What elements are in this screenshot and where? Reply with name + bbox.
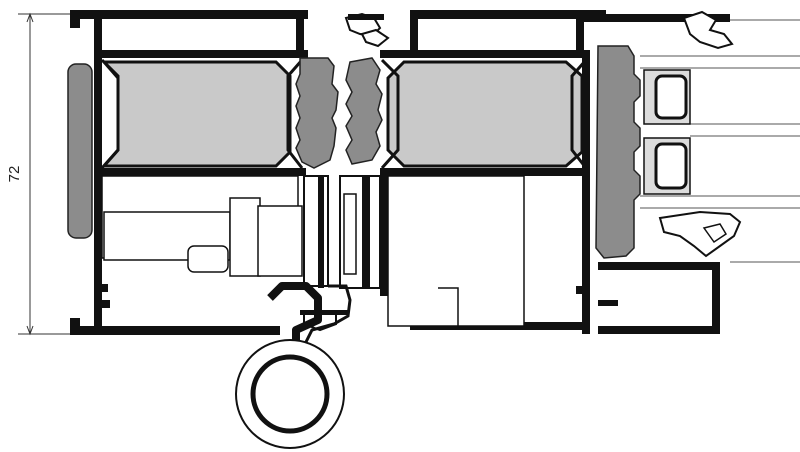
dimension-72 (18, 12, 70, 336)
right-frame-profile (584, 14, 730, 334)
right-lower-chamber (387, 175, 525, 327)
dimension-label: 72 (6, 166, 23, 183)
outer-frame-profile (70, 10, 308, 335)
left-thermal-break (295, 57, 339, 169)
center-interlock (300, 12, 390, 332)
glass-spacers (643, 69, 691, 195)
left-lower-chamber (101, 175, 303, 277)
right-top-gasket (682, 10, 734, 50)
inner-glazing-bead (658, 210, 742, 258)
right-insulation-chamber (380, 58, 588, 169)
left-gasket-bar (67, 63, 93, 239)
right-glazing-gasket (595, 45, 641, 259)
glass-panes (640, 19, 800, 263)
left-insulation-chamber (100, 58, 304, 169)
handle (235, 282, 352, 449)
